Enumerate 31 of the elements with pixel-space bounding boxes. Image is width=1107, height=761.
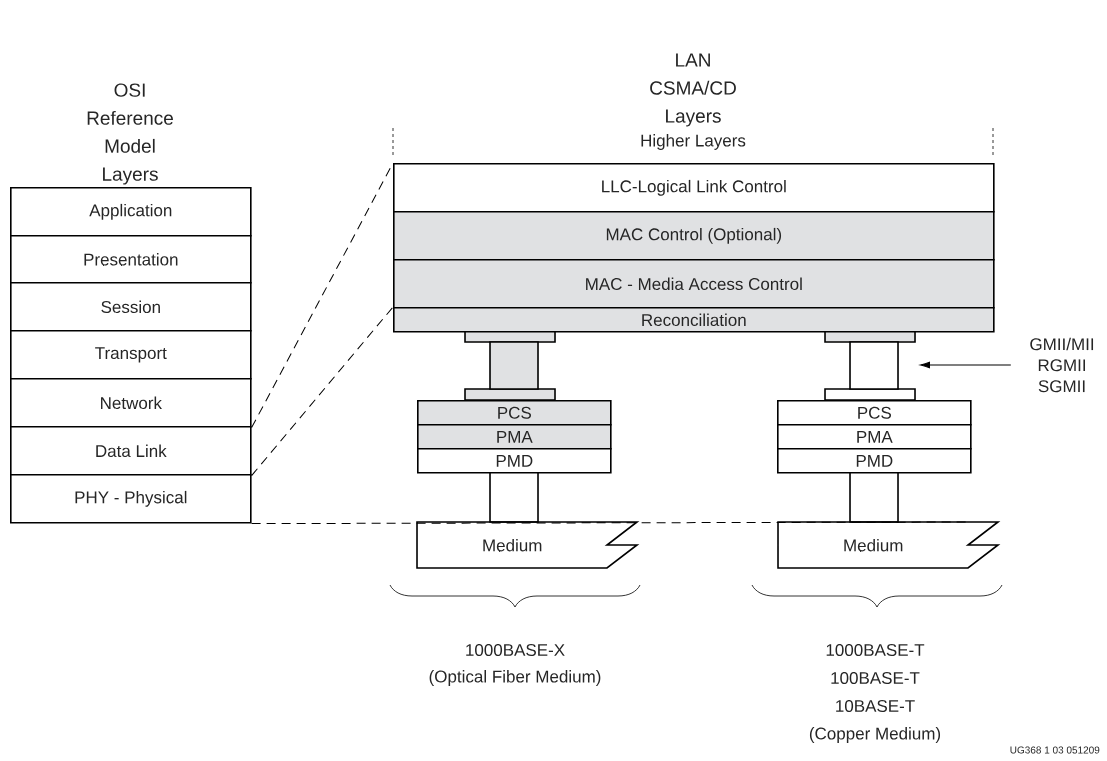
sublayer-box: PCS xyxy=(777,400,972,426)
zoom-guide-line xyxy=(251,162,394,429)
sublayer-box: PMD xyxy=(777,448,972,474)
lan-layer-box: MAC Control (Optional) xyxy=(393,211,995,261)
standard-label: 1000BASE-X xyxy=(466,644,565,657)
sublayer-box: PMA xyxy=(417,424,612,450)
osi-layer-box: Presentation xyxy=(10,235,252,284)
standard-label: 10BASE-T xyxy=(836,700,915,713)
arrow xyxy=(920,361,1012,369)
osi-layer-box: Transport xyxy=(10,330,252,380)
sublayer-box: PCS xyxy=(417,400,612,426)
layer-heading: LAN CSMA/CD Layers xyxy=(650,53,736,127)
figure-id: UG368 1 03 051209 xyxy=(1010,746,1100,754)
medium-box: Medium xyxy=(777,521,1001,569)
sublayer-box: PMA xyxy=(777,424,972,450)
lan-layer-box: LLC-Logical Link Control xyxy=(393,163,995,213)
lan-layer-box: MAC - Media Access Control xyxy=(393,259,995,309)
medium-box: Medium xyxy=(416,521,640,569)
osi-layer-box: Network xyxy=(10,378,252,428)
standard-label: 1000BASE-T xyxy=(826,644,925,657)
standard-label: (Copper Medium) xyxy=(809,727,941,743)
layer-heading: OSI Reference Model Layers xyxy=(87,83,173,185)
osi-layer-box: PHY - Physical xyxy=(10,474,252,524)
osi-layer-box: Application xyxy=(10,187,252,237)
standard-label: (Optical Fiber Medium) xyxy=(429,670,601,686)
osi-layer-box: Data Link xyxy=(10,426,252,476)
zoom-guide-line xyxy=(251,306,394,477)
interface-label: GMII/MII RGMII SGMII xyxy=(1030,337,1094,393)
standard-label: 100BASE-T xyxy=(831,672,920,685)
sublayer-box: PMD xyxy=(417,448,612,474)
osi-layer-box: Session xyxy=(10,282,252,332)
